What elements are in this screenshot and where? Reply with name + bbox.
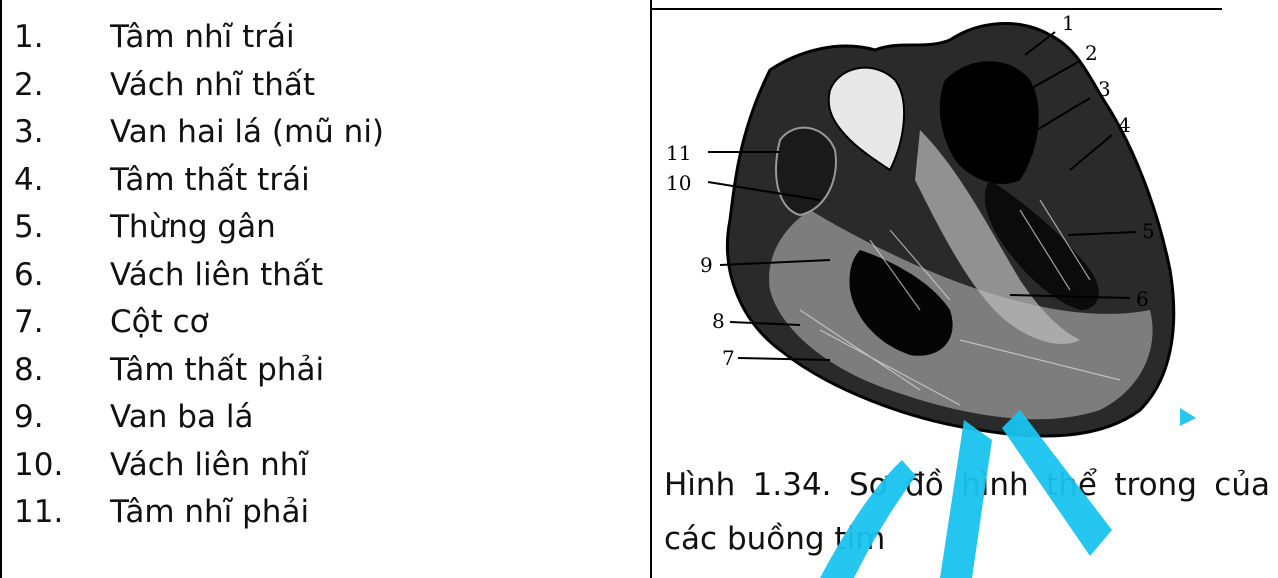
- legend-number: 5.: [14, 204, 110, 252]
- legend-item: 4.Tâm thất trái: [14, 157, 644, 205]
- legend-item: 9.Van ba lá: [14, 394, 644, 442]
- legend-number: 6.: [14, 252, 110, 300]
- legend-label: Van ba lá: [110, 394, 253, 442]
- figure-label-3: 3: [1098, 77, 1111, 101]
- figure-label-1: 1: [1062, 11, 1075, 35]
- heart-diagram: 1 2 3 4 5 6 7 8 9 10 11: [660, 10, 1216, 450]
- legend-label: Tâm nhĩ phải: [110, 489, 309, 537]
- legend-number: 4.: [14, 157, 110, 205]
- legend-list: 1.Tâm nhĩ trái 2.Vách nhĩ thất 3.Van hai…: [14, 14, 644, 537]
- legend-number: 1.: [14, 14, 110, 62]
- legend-label: Tâm nhĩ trái: [110, 14, 295, 62]
- legend-number: 8.: [14, 347, 110, 395]
- heart-illustration: 1 2 3 4 5 6 7 8 9 10 11: [660, 10, 1216, 450]
- legend-label: Vách liên thất: [110, 252, 323, 300]
- legend-label: Cột cơ: [110, 299, 209, 347]
- legend-number: 9.: [14, 394, 110, 442]
- table-divider: [650, 0, 652, 578]
- legend-label: Vách liên nhĩ: [110, 442, 308, 490]
- table-border-left: [0, 0, 2, 578]
- legend-item: 2.Vách nhĩ thất: [14, 62, 644, 110]
- legend-number: 2.: [14, 62, 110, 110]
- legend-item: 3.Van hai lá (mũ ni): [14, 109, 644, 157]
- legend-label: Tâm thất phải: [110, 347, 324, 395]
- legend-item: 8.Tâm thất phải: [14, 347, 644, 395]
- figure-label-8: 8: [712, 309, 725, 333]
- figure-caption: Hình 1.34. Sơ đồ hình thể trong của các …: [664, 458, 1270, 566]
- legend-number: 10.: [14, 442, 110, 490]
- figure-label-11: 11: [666, 141, 691, 165]
- legend-number: 3.: [14, 109, 110, 157]
- figure-label-7: 7: [722, 346, 735, 370]
- legend-label: Vách nhĩ thất: [110, 62, 315, 110]
- legend-label: Thừng gân: [110, 204, 276, 252]
- figure-label-10: 10: [666, 171, 691, 195]
- legend-number: 7.: [14, 299, 110, 347]
- legend-item: 10.Vách liên nhĩ: [14, 442, 644, 490]
- figure-label-9: 9: [700, 253, 713, 277]
- legend-item: 6.Vách liên thất: [14, 252, 644, 300]
- legend-label: Tâm thất trái: [110, 157, 310, 205]
- legend-item: 11.Tâm nhĩ phải: [14, 489, 644, 537]
- legend-item: 1.Tâm nhĩ trái: [14, 14, 644, 62]
- figure-label-5: 5: [1142, 219, 1155, 243]
- figure-label-6: 6: [1136, 287, 1149, 311]
- figure-label-2: 2: [1085, 41, 1098, 65]
- legend-item: 7.Cột cơ: [14, 299, 644, 347]
- legend-item: 5.Thừng gân: [14, 204, 644, 252]
- legend-label: Van hai lá (mũ ni): [110, 109, 384, 157]
- legend-number: 11.: [14, 489, 110, 537]
- figure-label-4: 4: [1118, 113, 1131, 137]
